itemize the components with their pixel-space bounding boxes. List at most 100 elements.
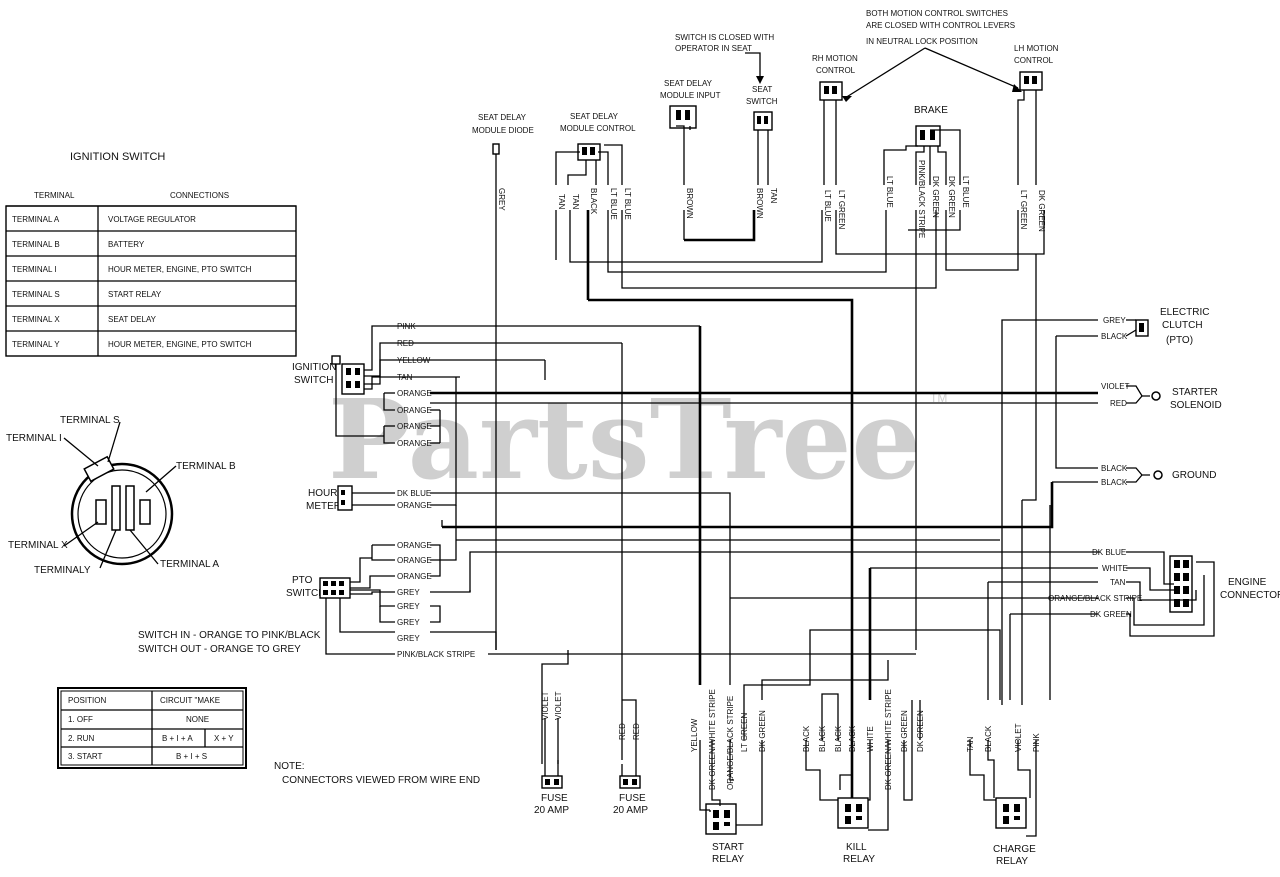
wire-label: ORANGE (397, 439, 432, 448)
fuse2-label-1: FUSE (619, 793, 646, 804)
wire-label: BLACK (1101, 464, 1128, 473)
start-relay (705, 803, 737, 835)
wire-label: TAN (1110, 578, 1126, 587)
wire-label: WHITE (866, 726, 875, 752)
fuse1-label-2: 20 AMP (534, 805, 569, 816)
bottom-wire-labels: VIOLET VIOLET RED RED YELLOW DK GREEN/WH… (541, 689, 1041, 790)
ign-row-a-term: TERMINAL A (12, 215, 60, 224)
wire-label: ORANGE (397, 422, 432, 431)
ignition-table-title: IGNITION SWITCH (70, 151, 165, 163)
wire-label: GREY (397, 602, 420, 611)
top-wires (495, 90, 1045, 820)
wire-label: DK GREEN (1037, 190, 1046, 232)
fuse-1 (541, 775, 563, 789)
wire-label: BLACK (589, 188, 598, 215)
wire-label: BLACK (818, 725, 827, 752)
wire-label: YELLOW (397, 356, 431, 365)
ign-row-i-term: TERMINAL I (12, 265, 57, 274)
pos-row-start: 3. START (68, 752, 102, 761)
wire-label: BLACK (848, 725, 857, 752)
right-wire-labels: GREY BLACK VIOLET RED BLACK BLACK DK BLU… (1048, 316, 1142, 619)
seat-diode-label-1: SEAT DELAY (478, 113, 527, 122)
pto-note-2: SWITCH OUT - ORANGE TO GREY (138, 644, 301, 655)
wire-label: DK GREEN (916, 710, 925, 752)
engine-connector-label-2: CONNECTOR (1220, 590, 1280, 601)
ign-row-x-conn: SEAT DELAY (108, 315, 157, 324)
ign-row-s-term: TERMINAL S (12, 290, 60, 299)
wire-label: ORANGE/BLACK STRIPE (1048, 594, 1142, 603)
wire-label: ORANGE (397, 389, 432, 398)
wire-label: GREY (397, 588, 420, 597)
clutch-label-2: CLUTCH (1162, 320, 1203, 331)
motion-note-2: ARE CLOSED WITH CONTROL LEVERS (866, 21, 1015, 30)
wire-label: YELLOW (690, 718, 699, 752)
clutch-label-3: (PTO) (1166, 335, 1193, 346)
label-terminal-x: TERMINAL X (8, 540, 68, 551)
start-relay-label-1: START (712, 842, 744, 853)
fuse2-label-2: 20 AMP (613, 805, 648, 816)
wire-label: GREY (397, 618, 420, 627)
hour-meter-connector (337, 485, 353, 511)
wire-label: ORANGE (397, 406, 432, 415)
note-arrows (745, 47, 1022, 102)
engine-connector (1169, 555, 1193, 613)
ignition-header-terminal: TERMINAL (34, 191, 75, 200)
wire-label: BLACK (1101, 332, 1128, 341)
lh-label-2: CONTROL (1014, 56, 1054, 65)
wire-label: VIOLET (1101, 382, 1130, 391)
wire-label: BROWN (755, 188, 764, 219)
wire-label: RED (632, 723, 641, 740)
wire-label: VIOLET (541, 691, 550, 720)
seat-delay-module-control (577, 143, 601, 161)
wire-label: GREY (1103, 316, 1126, 325)
ignition-terminal-diagram (63, 421, 177, 569)
wire-label: BLACK (802, 725, 811, 752)
lh-label-1: LH MOTION (1014, 44, 1059, 53)
wire-label: VIOLET (554, 691, 563, 720)
label-terminal-i: TERMINAL I (6, 433, 62, 444)
note-text: CONNECTORS VIEWED FROM WIRE END (282, 775, 480, 786)
fuse1-label-1: FUSE (541, 793, 568, 804)
seat-switch (753, 111, 773, 131)
brake-switch (915, 125, 941, 147)
brake-label: BRAKE (914, 105, 948, 116)
ign-switch-label-1: IGNITION (292, 362, 336, 373)
seat-switch-label-1: SEAT (752, 85, 772, 94)
seat-diode-label-2: MODULE DIODE (472, 126, 534, 135)
ign-switch-label-2: SWITCH (294, 375, 333, 386)
bottom-wires (541, 629, 1037, 837)
right-wires (430, 254, 1215, 705)
starter-label-1: STARTER (1172, 387, 1218, 398)
ign-row-x-term: TERMINAL X (12, 315, 60, 324)
seat-ctrl-label-1: SEAT DELAY (570, 112, 619, 121)
motion-note-1: BOTH MOTION CONTROL SWITCHES (866, 9, 1008, 18)
position-table (57, 687, 247, 769)
label-terminal-a: TERMINAL A (160, 559, 219, 570)
watermark: PartsTree (328, 375, 922, 504)
seat-closed-note-1: SWITCH IS CLOSED WITH (675, 33, 774, 42)
label-terminal-s: TERMINAL S (60, 415, 120, 426)
hour-meter-label-1: HOUR (308, 488, 337, 499)
watermark-tm: TM (930, 391, 947, 405)
wire-label: BLACK (984, 725, 993, 752)
pto-switch-label-2: SWITCH (286, 588, 325, 599)
pto-switch-label-1: PTO (292, 575, 313, 586)
wire-label: VIOLET (1014, 723, 1023, 752)
electric-clutch-connector (1135, 319, 1149, 337)
wire-label: PINK (1032, 733, 1041, 752)
wire-label: LT BLUE (623, 188, 632, 220)
wire-label: PINK (397, 322, 416, 331)
wire-label: ORANGE (397, 572, 432, 581)
lh-motion-control (1019, 71, 1043, 91)
wire-label: TAN (571, 194, 580, 210)
wire-label: WHITE (1102, 564, 1128, 573)
seat-delay-module-input (669, 105, 697, 129)
note-title: NOTE: (274, 761, 305, 772)
wire-label: TAN (769, 188, 778, 204)
ign-row-b-conn: BATTERY (108, 240, 145, 249)
ground-label: GROUND (1172, 470, 1216, 481)
rh-label-1: RH MOTION (812, 54, 858, 63)
wire-label: LT BLUE (961, 176, 970, 208)
